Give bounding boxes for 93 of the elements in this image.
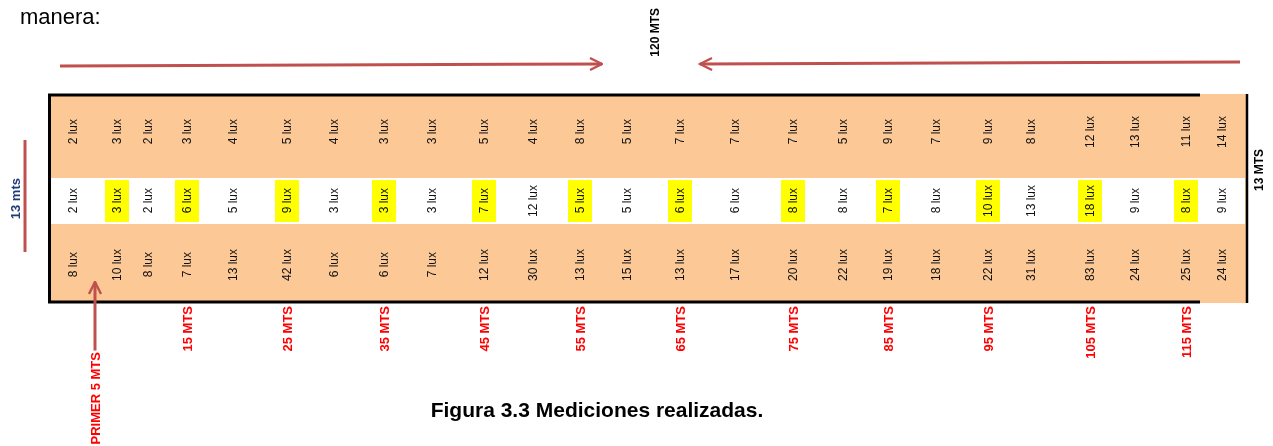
lux-reading: 8 lux	[1179, 188, 1193, 214]
lux-reading: 13 lux	[573, 249, 587, 281]
lux-reading: 13 lux	[226, 249, 240, 281]
lux-reading: 4 lux	[226, 119, 240, 145]
lux-reading: 18 lux	[929, 249, 943, 281]
lux-reading: 8 lux	[836, 188, 850, 214]
distance-label: 115 MTS	[1178, 306, 1194, 359]
lux-reading: 5 lux	[573, 188, 587, 214]
lux-reading: 30 lux	[526, 249, 540, 281]
lux-reading: 7 lux	[425, 252, 439, 278]
lux-reading: 7 lux	[786, 119, 800, 145]
lux-reading: 9 lux	[1128, 188, 1142, 214]
lux-reading: 7 lux	[673, 119, 687, 145]
lux-reading: 10 lux	[110, 249, 124, 281]
distance-label: 15 MTS	[179, 306, 195, 352]
lux-reading: 8 lux	[1024, 119, 1038, 145]
distance-label: PRIMER 5 MTS	[87, 351, 103, 444]
lux-reading: 13 lux	[1128, 116, 1142, 148]
lux-reading: 6 lux	[377, 252, 391, 278]
lux-reading: 7 lux	[180, 252, 194, 278]
lux-reading: 6 lux	[673, 188, 687, 214]
distance-label: 35 MTS	[376, 306, 392, 352]
lux-reading: 6 lux	[728, 188, 742, 214]
lux-reading: 22 lux	[836, 249, 850, 281]
lux-reading: 12 lux	[1083, 116, 1097, 148]
lux-reading: 2 lux	[66, 119, 80, 145]
lux-reading: 3 lux	[425, 188, 439, 214]
lux-reading: 9 lux	[1215, 188, 1229, 214]
lux-reading: 7 lux	[728, 119, 742, 145]
lux-reading: 6 lux	[180, 188, 194, 214]
distance-label: 95 MTS	[980, 306, 996, 352]
dimension-label: 13 mts	[8, 178, 23, 220]
distance-label: 85 MTS	[880, 306, 896, 352]
lux-reading: 8 lux	[786, 188, 800, 214]
lux-reading: 15 lux	[620, 249, 634, 281]
lux-reading: 9 lux	[881, 119, 895, 145]
lux-reading: 3 lux	[110, 119, 124, 145]
lux-reading: 2 lux	[141, 188, 155, 214]
lux-reading: 11 lux	[1179, 116, 1193, 148]
lux-reading: 5 lux	[477, 119, 491, 145]
lux-reading: 10 lux	[981, 185, 995, 217]
distance-label: 25 MTS	[279, 306, 295, 352]
lux-reading: 18 lux	[1083, 185, 1097, 217]
lux-reading: 9 lux	[280, 188, 294, 214]
lux-reading: 22 lux	[981, 249, 995, 281]
leader-arrow	[87, 280, 103, 351]
lux-reading: 6 lux	[327, 252, 341, 278]
lux-reading: 4 lux	[327, 119, 341, 145]
intro-text: manera:	[20, 4, 101, 30]
lux-reading: 3 lux	[110, 188, 124, 214]
distance-label: 55 MTS	[572, 306, 588, 352]
lux-reading: 7 lux	[477, 188, 491, 214]
lux-reading: 5 lux	[620, 119, 634, 145]
lux-reading: 24 lux	[1215, 249, 1229, 281]
lux-reading: 3 lux	[377, 119, 391, 145]
figure-caption: Figura 3.3 Mediciones realizadas.	[430, 398, 764, 422]
lux-reading: 7 lux	[881, 188, 895, 214]
lux-reading: 13 lux	[673, 249, 687, 281]
lux-reading: 83 lux	[1083, 249, 1097, 281]
dimension-label: 13 MTS	[1252, 149, 1266, 191]
distance-label: 65 MTS	[672, 306, 688, 352]
lux-reading: 19 lux	[881, 249, 895, 281]
lux-reading: 5 lux	[280, 119, 294, 145]
lux-reading: 20 lux	[786, 249, 800, 281]
lux-reading: 25 lux	[1179, 249, 1193, 281]
distance-label: 45 MTS	[476, 306, 492, 352]
lux-reading: 4 lux	[526, 119, 540, 145]
lux-reading: 2 lux	[66, 188, 80, 214]
lux-reading: 8 lux	[573, 119, 587, 145]
lux-reading: 9 lux	[981, 119, 995, 145]
lux-reading: 8 lux	[929, 188, 943, 214]
lux-reading: 3 lux	[327, 188, 341, 214]
dimension-label: 120 MTS	[648, 8, 662, 57]
lux-reading: 24 lux	[1128, 249, 1142, 281]
distance-label: 75 MTS	[785, 306, 801, 352]
lux-reading: 3 lux	[180, 119, 194, 145]
lux-reading: 8 lux	[141, 252, 155, 278]
lux-reading: 3 lux	[425, 119, 439, 145]
lux-reading: 31 lux	[1024, 249, 1038, 281]
lux-reading: 2 lux	[141, 119, 155, 145]
lux-reading: 5 lux	[620, 188, 634, 214]
lux-reading: 12 lux	[526, 185, 540, 217]
lux-reading: 8 lux	[66, 252, 80, 278]
lux-reading: 7 lux	[929, 119, 943, 145]
lux-reading: 5 lux	[836, 119, 850, 145]
lux-reading: 14 lux	[1215, 116, 1229, 148]
lux-reading: 17 lux	[728, 249, 742, 281]
lux-reading: 42 lux	[280, 249, 294, 281]
lux-reading: 12 lux	[477, 249, 491, 281]
lux-reading: 13 lux	[1024, 185, 1038, 217]
lux-reading: 3 lux	[377, 188, 391, 214]
distance-label: 105 MTS	[1082, 306, 1098, 359]
lux-reading: 5 lux	[226, 188, 240, 214]
